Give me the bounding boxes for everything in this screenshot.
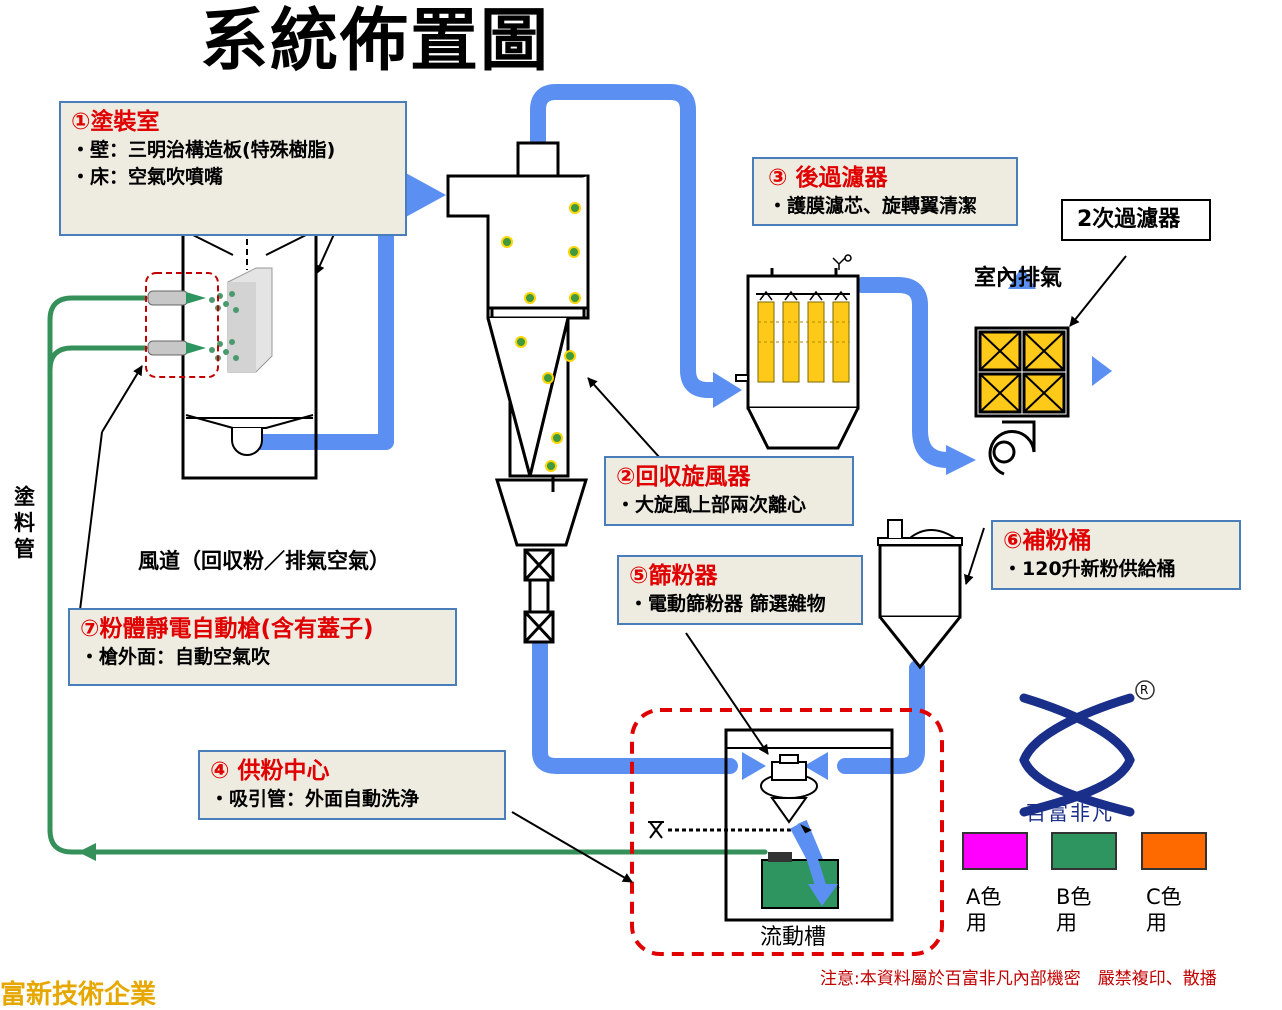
brand-logo — [1019, 693, 1135, 817]
hopper-callout: ⑥補粉桶 ・120升新粉供給桶 — [991, 520, 1241, 590]
powder-hopper — [877, 519, 963, 670]
hopper-line-1: ・120升新粉供給桶 — [1003, 558, 1176, 580]
supply-center-heading: ④ 供粉中心 — [210, 758, 330, 784]
footer-note: 注意:本資料屬於百富非凡內部機密 嚴禁複印、散播 — [820, 969, 1217, 989]
swatch-b-label: B色用 — [1056, 885, 1092, 935]
after-filter-line-1: ・護膜濾芯、旋轉翼清潔 — [768, 195, 978, 217]
swatch-b — [1051, 832, 1117, 870]
supply-center-cabinet — [724, 728, 894, 922]
booth-line-2: ・床：空氣吹噴嘴 — [71, 166, 224, 188]
gun-line-1: ・槍外面：自動空氣吹 — [80, 646, 271, 668]
after-filter-heading: ③ 後過濾器 — [768, 165, 888, 191]
swatch-c — [1141, 832, 1207, 870]
exhaust-fan — [988, 420, 1036, 476]
hopper-heading: ⑥補粉桶 — [1003, 528, 1092, 554]
paint-pipe — [47, 295, 768, 855]
swatch-a — [962, 832, 1028, 870]
booth-callout: ①塗裝室 ・壁：三明治構造板(特殊樹脂) ・床：空氣吹噴嘴 — [59, 101, 407, 236]
blue-flow-in-tank — [790, 823, 838, 906]
swatch-c-label: C色用 — [1146, 885, 1182, 935]
indoor-exhaust-label: 室內排氣 — [974, 266, 1063, 291]
gun-callout: ⑦粉體靜電自動槍(含有蓋子) ・槍外面：自動空氣吹 — [68, 608, 457, 686]
supply-center-callout: ④ 供粉中心 ・吸引管：外面自動洗浄 — [198, 750, 506, 820]
registered-mark — [1135, 680, 1155, 700]
cyclone-heading: ②回収旋風器 — [616, 464, 751, 490]
secondary-filter-text: 2次過濾器 — [1077, 207, 1181, 232]
sieve-line-1: ・電動篩粉器 篩選雜物 — [629, 593, 826, 615]
dotted-feed-line — [648, 821, 812, 839]
after-filter-callout: ③ 後過濾器 ・護膜濾芯、旋轉翼清潔 — [752, 157, 1018, 226]
supply-center-highlight — [630, 708, 944, 956]
paint-pipe-label: 塗料管 — [14, 485, 35, 561]
swatch-a-label: A色用 — [966, 885, 1002, 935]
gun-highlight — [145, 272, 219, 378]
sieve-heading: ⑤篩粉器 — [629, 563, 718, 589]
cyclone-line-1: ・大旋風上部兩次離心 — [616, 494, 807, 516]
sieve-callout: ⑤篩粉器 ・電動篩粉器 篩選雜物 — [617, 555, 863, 625]
pipe-arrowhead — [78, 843, 96, 861]
secondary-filter-unit — [974, 326, 1070, 418]
rotary-wings — [759, 254, 852, 301]
booth-line-1: ・壁：三明治構造板(特殊樹脂) — [71, 139, 336, 161]
sieve-unit — [760, 754, 818, 824]
footer-left: 富新技術企業 — [0, 980, 157, 1010]
page-title: 系統佈置圖 — [200, 2, 551, 81]
spray-gun — [147, 290, 206, 356]
cyclone — [446, 141, 590, 644]
registered-letter: R — [1140, 683, 1149, 697]
air-duct — [250, 84, 956, 774]
callout-lines — [79, 231, 1127, 883]
supply-center-line-1: ・吸引管：外面自動洗浄 — [210, 788, 420, 810]
fluid-tank-lid — [768, 852, 792, 862]
cyclone-cone — [486, 317, 570, 477]
duct-label: 風道（回収粉／排氣空氣） — [138, 549, 390, 573]
secondary-filter-label: 2次過濾器 — [1061, 199, 1211, 241]
brand-name: 百富非凡 — [1026, 801, 1114, 825]
workpiece — [227, 267, 273, 373]
powder-particles — [501, 202, 581, 472]
gun-heading: ⑦粉體靜電自動槍(含有蓋子) — [80, 616, 374, 642]
fluid-tank-label: 流動槽 — [760, 925, 827, 950]
booth-heading: ①塗裝室 — [71, 109, 160, 135]
cyclone-callout: ②回収旋風器 ・大旋風上部兩次離心 — [604, 456, 854, 526]
